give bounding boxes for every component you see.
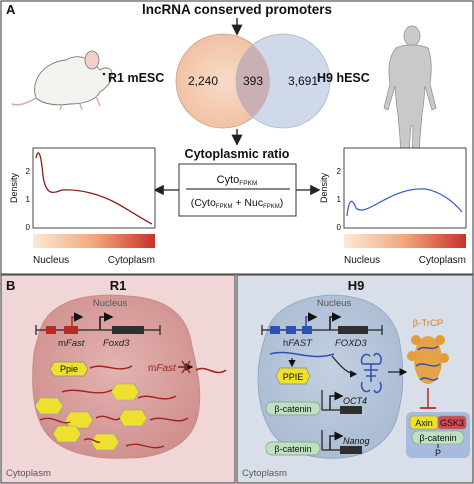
plot-right-tick-0: 0 xyxy=(337,223,342,232)
h9-cytoplasm-label: Cytoplasm xyxy=(242,468,287,479)
phospho-label: P xyxy=(435,448,441,458)
r1-ppie-hexagon xyxy=(49,361,89,377)
r1-gene-mfast: mFast xyxy=(58,338,85,349)
label-h9-hesc: H9 hESC xyxy=(317,71,370,85)
nanog-locus xyxy=(265,430,362,456)
h9-gene-foxd3: FOXD3 xyxy=(335,338,367,349)
btrcp-label: β-TrCP xyxy=(413,318,443,329)
r1-nucleus-label: Nucleus xyxy=(93,298,128,309)
plot-left-xlabel-cytoplasm: Cytoplasm xyxy=(108,255,155,266)
h9-ppie-hexagon xyxy=(275,367,311,385)
gradient-bar-left xyxy=(33,234,155,248)
plot-right-ylabel: Density xyxy=(319,172,329,203)
oct4-locus xyxy=(265,390,362,416)
formula-numerator: CytoFPKM xyxy=(217,174,258,187)
r1-cyto-transcript xyxy=(195,367,227,374)
nanog-beta-catenin-label: β-catenin xyxy=(274,444,311,454)
ratio-title: Cytoplasmic ratio xyxy=(185,147,290,161)
oct4-gene-label: OCT4 xyxy=(343,396,367,406)
venn-diagram: 2,240 393 3,691 xyxy=(175,33,331,129)
plot-left-tick-1: 1 xyxy=(26,195,31,204)
btrcp-complex xyxy=(407,335,449,384)
plot-right-tick-1: 1 xyxy=(337,195,342,204)
h9-nucleus-blob xyxy=(257,294,404,459)
plot-left-tick-2: 2 xyxy=(26,167,31,176)
density-plot-r1: Density 0 1 2 Nucleus Cytoplasm xyxy=(9,147,156,266)
label-r1-mesc: R1 mESC xyxy=(108,71,164,85)
h9-gene-hfast: hFAST xyxy=(283,338,313,349)
h9-hfast-transcript xyxy=(269,351,335,358)
destruction-complex xyxy=(406,412,470,458)
panel-a-letter: A xyxy=(6,2,16,17)
panel-b: B R1 Nucleus mFast Foxd3 Ppie mFast xyxy=(0,274,474,484)
r1-protein-cluster xyxy=(34,383,189,451)
venn-left-value: 2,240 xyxy=(188,74,218,88)
r1-mfast-transcript xyxy=(89,365,133,370)
r1-export-blocked-x xyxy=(181,360,191,374)
plot-frame-right xyxy=(343,147,467,229)
h9-export-arrow xyxy=(331,355,358,378)
panel-b-letter: B xyxy=(6,278,15,293)
h9-ppie-label: PPIE xyxy=(283,372,304,382)
plot-left-xlabel-nucleus: Nucleus xyxy=(33,255,69,266)
r1-title: R1 xyxy=(110,278,127,293)
r1-cytoplasm-label: Cytoplasm xyxy=(6,468,51,479)
venn-right-value: 3,691 xyxy=(288,74,318,88)
formula-denominator: (CytoFPKM + NucFPKM) xyxy=(191,197,284,210)
panel-a: A lncRNA conserved promoters R1 mESC 2,2… xyxy=(0,0,474,275)
r1-gene-locus xyxy=(35,312,161,335)
h9-title: H9 xyxy=(348,278,365,293)
r1-gene-foxd3: Foxd3 xyxy=(103,338,130,349)
mouse-illustration xyxy=(11,50,113,111)
plot-right-tick-2: 2 xyxy=(337,167,342,176)
r1-ppie-label: Ppie xyxy=(60,364,78,374)
panel-a-title: lncRNA conserved promoters xyxy=(142,2,332,17)
hfast-folded-rna xyxy=(360,352,382,394)
venn-overlap-value: 393 xyxy=(243,74,263,88)
gsk3-label: GSK3 xyxy=(440,418,464,428)
oct4-beta-catenin-label: β-catenin xyxy=(274,404,311,414)
nanog-gene-label: Nanog xyxy=(343,436,370,446)
plot-left-ylabel: Density xyxy=(9,172,19,203)
r1-cyto-mfast-label: mFast xyxy=(148,363,177,374)
ratio-formula-box: CytoFPKM (CytoFPKM + NucFPKM) xyxy=(178,163,297,217)
axin-label: Axin xyxy=(415,418,433,428)
plot-right-xlabel-cytoplasm: Cytoplasm xyxy=(419,255,466,266)
h9-nucleus-label: Nucleus xyxy=(317,298,352,309)
gradient-bar-right xyxy=(344,234,466,248)
density-plot-h9: Density 0 1 2 Nucleus Cytoplasm xyxy=(319,147,467,266)
complex-beta-catenin-label: β-catenin xyxy=(419,433,456,443)
plot-frame-left xyxy=(32,147,156,229)
plot-right-xlabel-nucleus: Nucleus xyxy=(344,255,380,266)
density-curve-h9 xyxy=(346,188,463,217)
density-curve-r1 xyxy=(35,152,153,225)
plot-left-tick-0: 0 xyxy=(26,223,31,232)
venn-overlap xyxy=(236,45,270,117)
h9-gene-locus xyxy=(261,312,383,335)
